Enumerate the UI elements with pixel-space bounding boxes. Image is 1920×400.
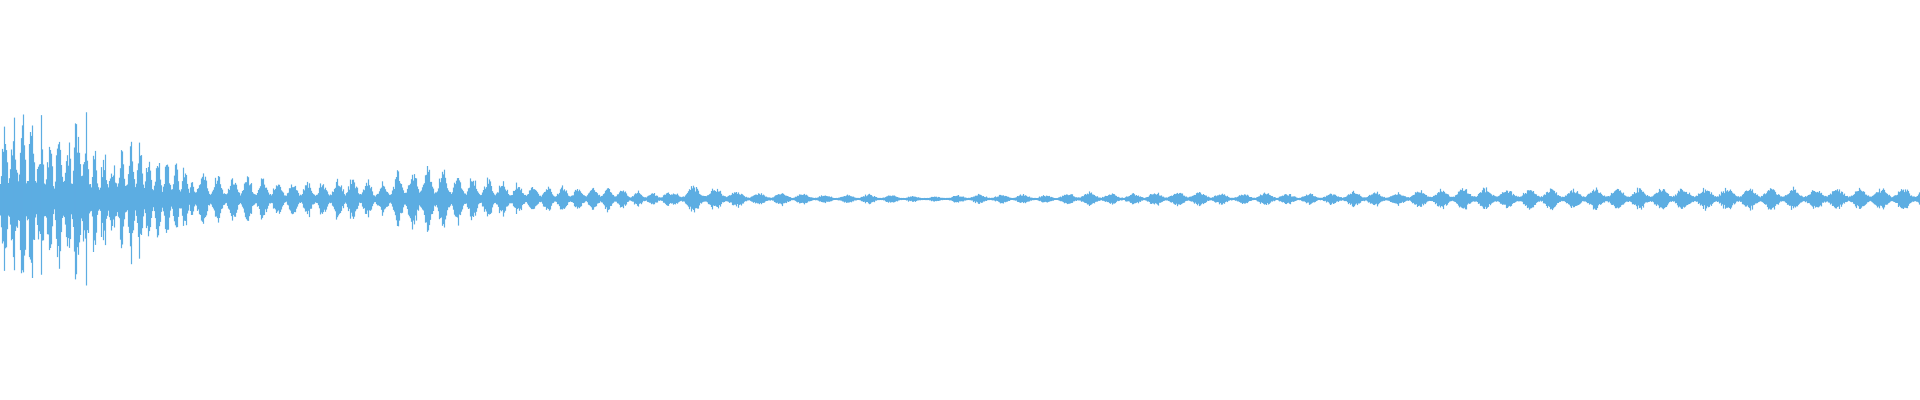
audio-waveform [0,112,1920,286]
waveform-canvas [0,112,1920,286]
